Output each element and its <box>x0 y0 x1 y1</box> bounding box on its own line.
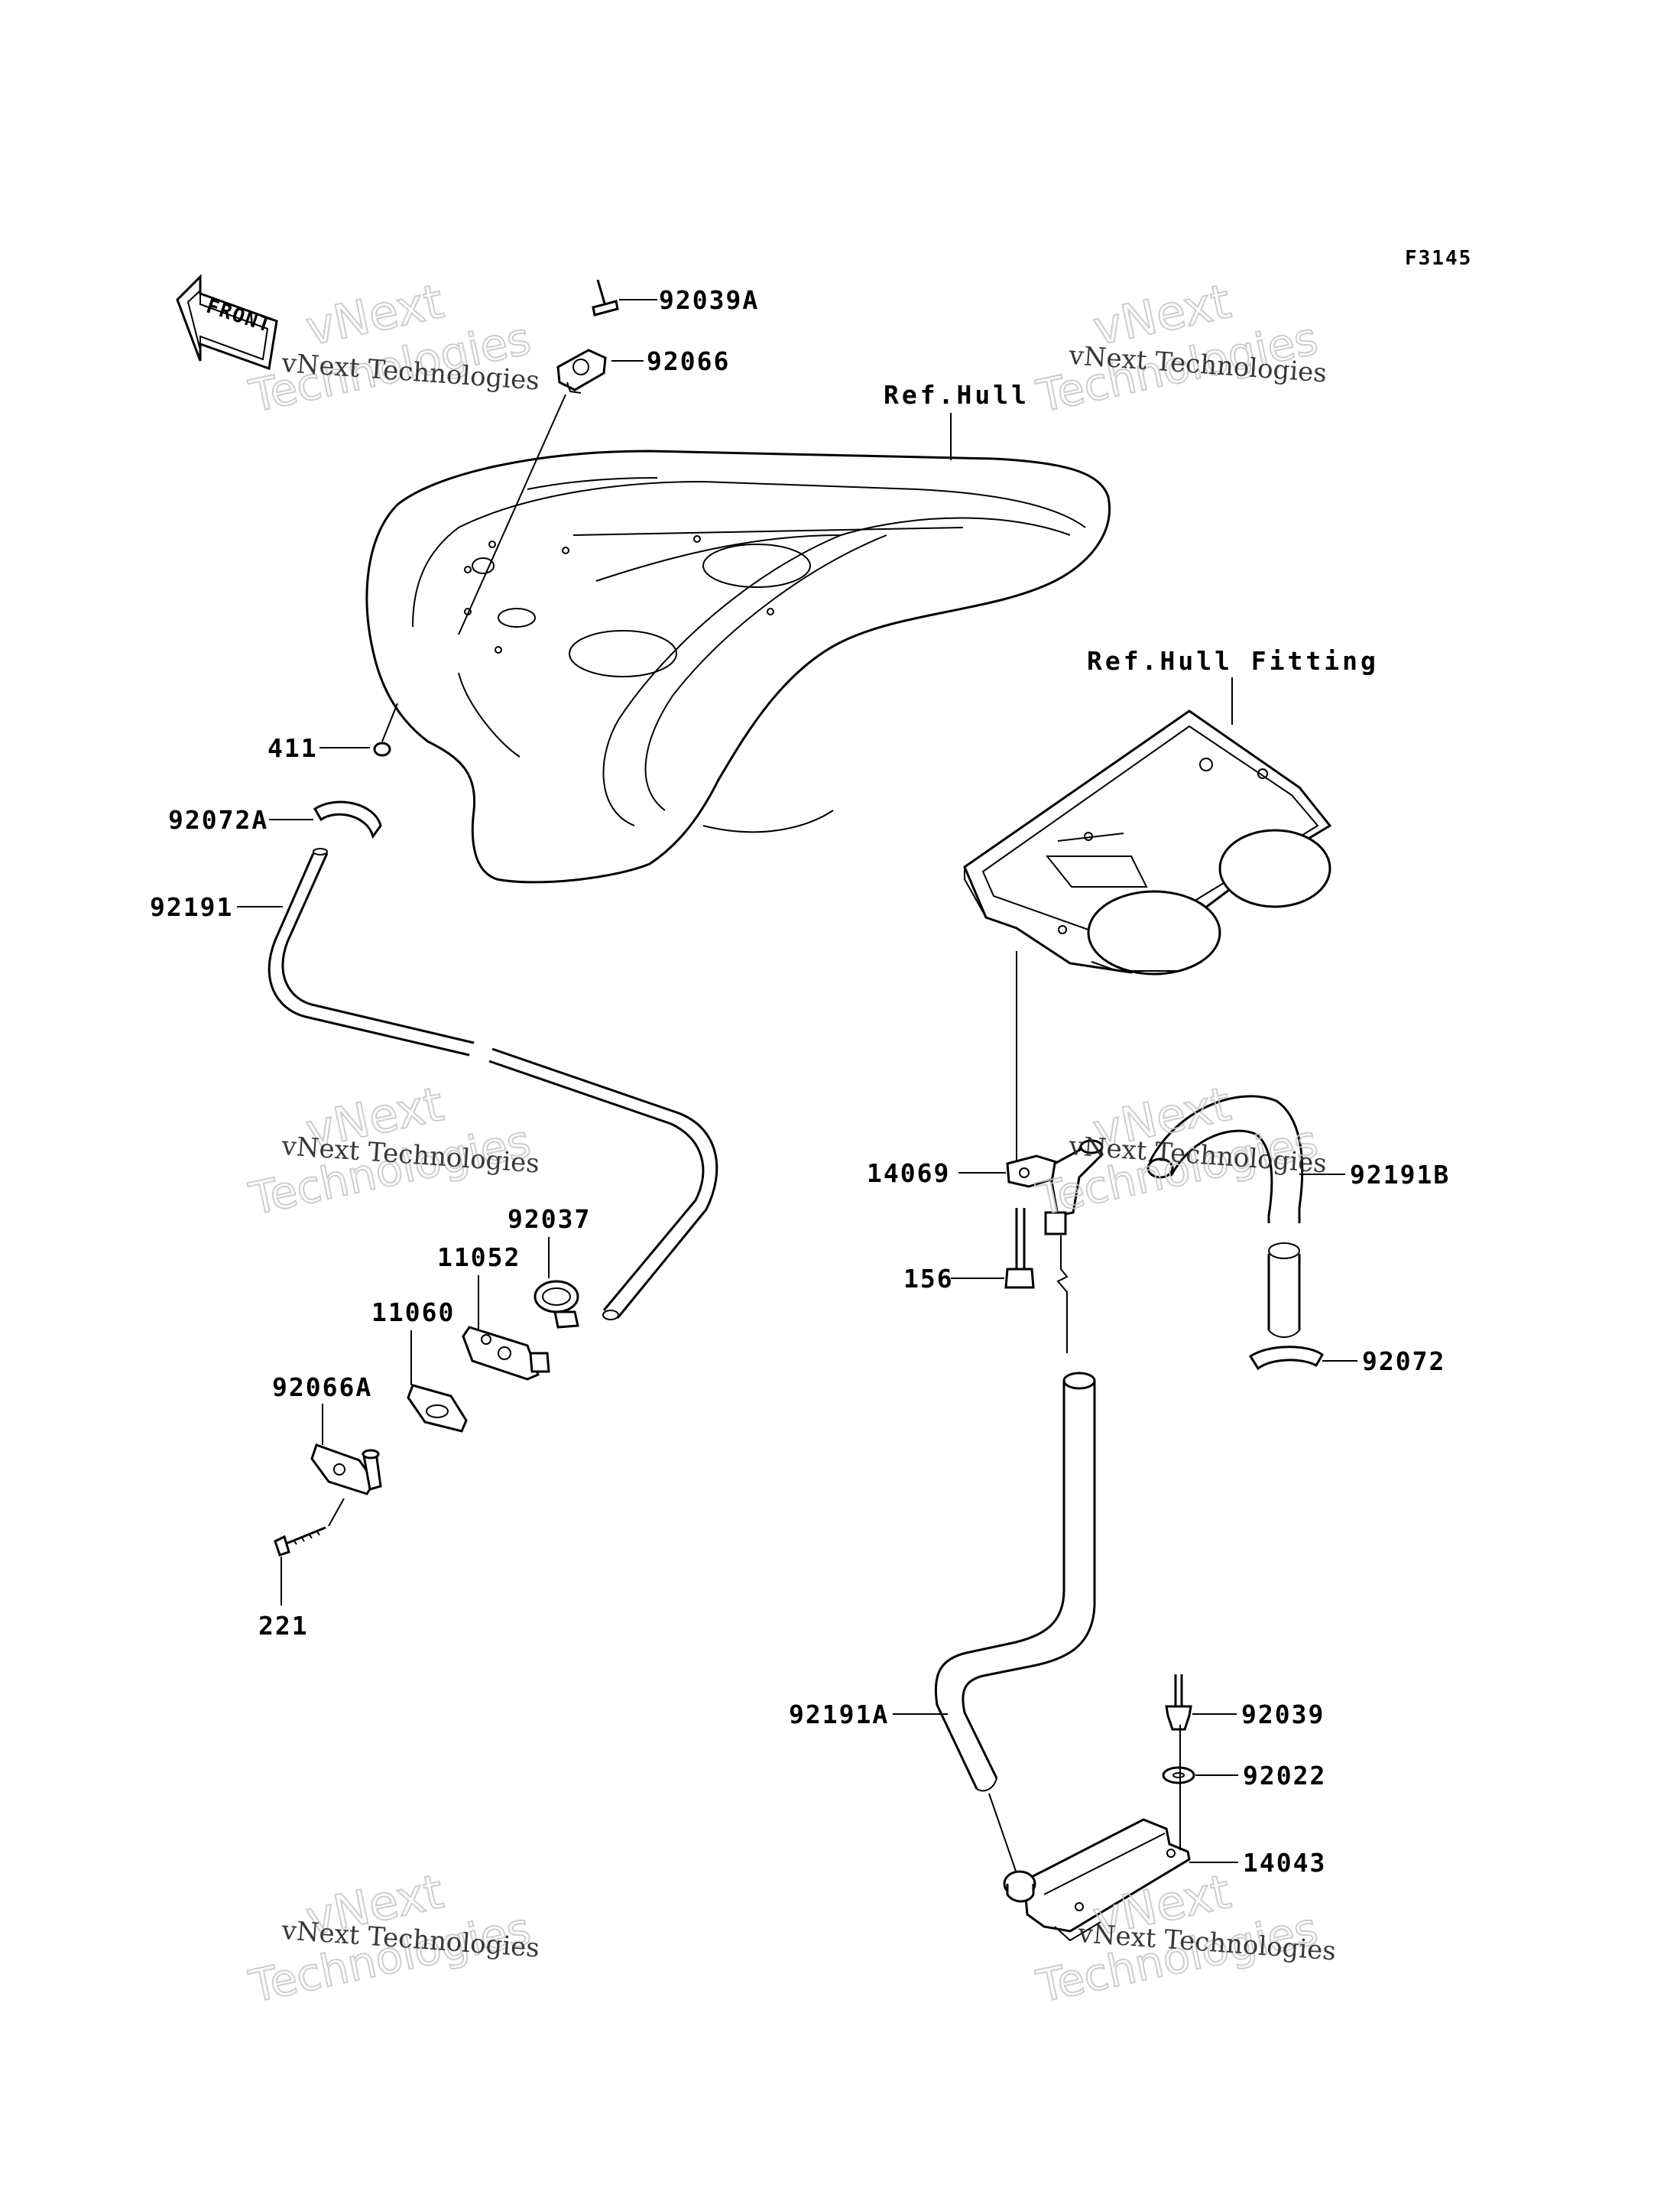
leader-14069-to-92191a <box>1056 1235 1069 1353</box>
part-label-92039: 92039 <box>1241 1700 1325 1729</box>
part-label-92066a: 92066A <box>272 1372 372 1402</box>
leader-221-to-92066a <box>328 1498 345 1527</box>
ref-hull-fitting-label: Ref.Hull Fitting <box>1087 646 1379 676</box>
part-label-11052: 11052 <box>437 1242 521 1272</box>
part-label-92191b: 92191B <box>1350 1160 1450 1190</box>
grommet-411-icon <box>373 742 391 757</box>
clamp-92037-icon <box>534 1280 579 1329</box>
part-label-156: 156 <box>903 1264 954 1294</box>
pin-92039a-icon <box>592 279 619 317</box>
fitting-92066-icon <box>556 349 607 394</box>
elbow-14069-icon <box>1006 1139 1104 1235</box>
plate-11052-icon <box>462 1326 550 1381</box>
clamp-92072a-icon <box>313 800 382 839</box>
part-label-92037: 92037 <box>508 1204 591 1234</box>
part-label-92039a: 92039A <box>659 285 759 315</box>
part-label-92072: 92072 <box>1362 1346 1445 1376</box>
leader-92191a-to-14043 <box>988 1793 1019 1878</box>
part-label-14069: 14069 <box>867 1158 950 1188</box>
hose-92191-icon <box>268 848 718 1320</box>
part-label-92191: 92191 <box>150 892 233 922</box>
fitting-92066a-icon <box>310 1443 382 1495</box>
screw-221-icon <box>274 1526 326 1557</box>
gasket-11060-icon <box>407 1384 468 1433</box>
washer-92022-icon <box>1162 1766 1195 1784</box>
front-arrow-icon: FRONT <box>176 274 278 371</box>
hull-fitting-drawing <box>963 709 1332 976</box>
pin-92039-icon <box>1165 1674 1192 1731</box>
part-label-11060: 11060 <box>371 1297 455 1327</box>
part-label-92072a: 92072A <box>168 805 268 835</box>
hose-92191a-icon <box>934 1372 1096 1792</box>
bolt-156-icon <box>1004 1208 1035 1289</box>
part-label-92066: 92066 <box>647 346 730 376</box>
part-label-92191a: 92191A <box>789 1700 889 1729</box>
part-label-221: 221 <box>258 1611 309 1641</box>
part-label-14043: 14043 <box>1243 1848 1326 1878</box>
bracket-14043-icon <box>1003 1818 1191 1942</box>
part-label-92022: 92022 <box>1243 1761 1326 1791</box>
hull-drawing <box>365 450 1111 884</box>
leader-411-hull <box>381 703 398 742</box>
part-label-411: 411 <box>268 733 318 763</box>
watermark: vNext Technologies vNext Technologies vN… <box>244 272 1337 2013</box>
ref-hull-label: Ref.Hull <box>884 380 1030 410</box>
clamp-92072-icon <box>1248 1346 1324 1371</box>
leader-92066-to-hull <box>458 394 566 635</box>
hose-92191b-icon <box>1146 1095 1304 1338</box>
figure-code: F3145 <box>1405 247 1472 270</box>
